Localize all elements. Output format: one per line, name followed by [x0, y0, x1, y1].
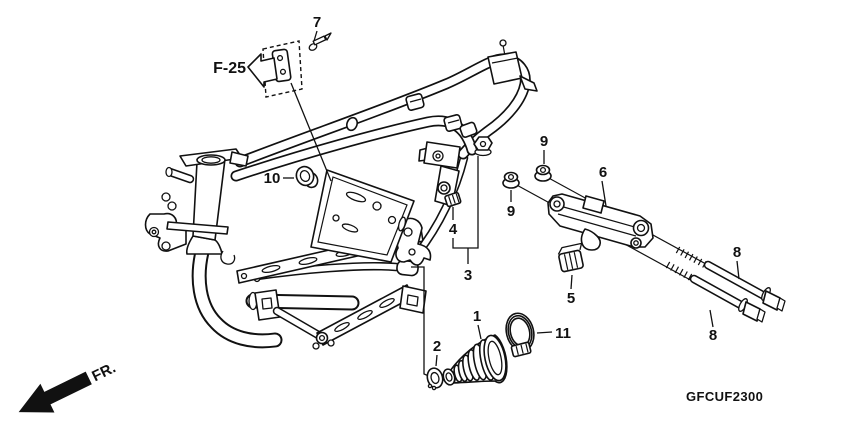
cap-nut [534, 164, 552, 182]
callout-5-label: 5 [567, 290, 575, 307]
steering-head-assembly [144, 148, 283, 349]
callout-1-label: 1 [473, 308, 481, 325]
pivot-bolt-upper: 8 [675, 244, 786, 312]
callout-8-lower-label: 8 [709, 327, 717, 344]
callout-4-label: 4 [449, 221, 458, 238]
diagram-code: GFCUF2300 [686, 389, 763, 404]
callout-3-label: 3 [464, 267, 472, 284]
cable-clip [346, 116, 358, 132]
retaining-clip-part: 2 [426, 338, 456, 391]
floor-clamp-bracket [254, 289, 281, 321]
grommet-part: 10 [264, 165, 319, 189]
view-reference-label: F-25 [213, 60, 246, 77]
cap-nut [502, 171, 520, 189]
view-reference-arrow [247, 53, 278, 88]
tube-clamp-bracket [459, 121, 478, 138]
callout-6-label: 6 [599, 164, 607, 181]
bolt-head [762, 290, 781, 311]
screw-part [308, 30, 332, 51]
tube-clamp-bracket [443, 114, 463, 132]
bolt-head [742, 301, 761, 322]
callout-9-lower-label: 9 [507, 203, 515, 220]
band-clamp-part: 11 [505, 312, 571, 358]
callout-9-upper-label: 9 [540, 133, 548, 150]
tube-clamp-bracket [405, 93, 425, 111]
f25-reference-group: F-25 7 [213, 14, 332, 182]
pivot-bolt-lower: 8 [665, 261, 766, 344]
rubber-mount-part: 5 [557, 242, 584, 307]
callout-8-upper-label: 8 [733, 244, 741, 261]
rubber-bush-part [444, 191, 462, 208]
floor-perforated-bar-front [312, 284, 414, 350]
callout-2-label: 2 [433, 338, 441, 355]
floor-rear-bracket [399, 285, 427, 314]
frame-gusset-plate [310, 169, 415, 263]
front-direction-arrow: FR. [18, 359, 118, 413]
callout-3-4-group: 4 3 [444, 156, 479, 284]
callout-10-label: 10 [264, 170, 281, 187]
callout-7-label: 7 [313, 14, 321, 31]
hanger-link-group: 6 9 9 [502, 133, 654, 251]
frame-main-tubes [230, 39, 538, 182]
front-direction-label: FR. [89, 359, 118, 385]
reference-dashed-box [262, 40, 303, 98]
assembly-leader-line [411, 266, 432, 378]
callout-11-label: 11 [555, 325, 571, 342]
rubber-boot-part: 1 [448, 308, 508, 384]
flange-nut [473, 136, 493, 157]
seat-bracket [487, 39, 538, 92]
